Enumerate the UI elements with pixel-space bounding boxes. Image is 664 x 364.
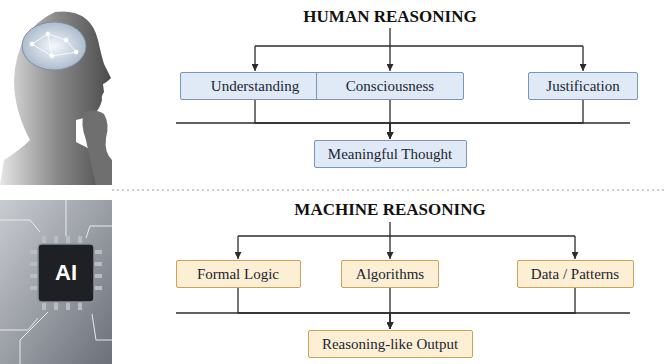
split-bar <box>255 45 583 46</box>
split-arrow <box>389 46 390 71</box>
process-box: Algorithms <box>341 260 439 288</box>
chip-label: AI <box>55 260 77 286</box>
section-heading: MACHINE REASONING <box>294 200 485 220</box>
chip-pin <box>30 274 38 278</box>
chip-pin <box>94 274 102 278</box>
chip-pin <box>30 286 38 290</box>
process-box: Formal Logic <box>176 260 301 288</box>
section-heading: HUMAN REASONING <box>303 7 476 27</box>
network-dot <box>74 50 78 54</box>
merge-connector <box>390 288 575 329</box>
circuit-board <box>0 200 112 364</box>
chip-pin <box>30 262 38 266</box>
box-text: Justification <box>536 73 629 99</box>
network-line <box>32 44 52 56</box>
network-dot <box>64 38 68 42</box>
network-dot <box>30 42 34 46</box>
network-line <box>52 52 76 56</box>
split-bar <box>238 235 575 236</box>
box-text: Algorithms <box>346 261 434 287</box>
split-arrow <box>582 46 583 71</box>
chip-pin <box>66 302 70 310</box>
process-box: Understanding <box>180 72 330 100</box>
circuit-traces <box>0 200 112 364</box>
trace <box>92 314 112 340</box>
chip-pin <box>94 286 102 290</box>
chip-pin <box>66 236 70 244</box>
network-dot <box>50 54 54 58</box>
box-text: Reasoning-like Output <box>312 331 468 357</box>
chip-pin <box>94 250 102 254</box>
chip-pin <box>42 236 46 244</box>
trace <box>0 220 40 232</box>
box-text: Formal Logic <box>187 261 289 287</box>
merge-connector <box>255 100 390 139</box>
trace <box>20 312 48 364</box>
brain-network <box>30 32 78 58</box>
trace <box>86 226 112 238</box>
chip-pin <box>42 302 46 310</box>
split-arrow <box>237 236 238 259</box>
chip-pins <box>30 236 102 310</box>
merge-connector <box>390 100 583 139</box>
chip-pin <box>30 250 38 254</box>
chip-pin <box>54 236 58 244</box>
split-arrow <box>254 46 255 71</box>
stem-line <box>389 222 390 236</box>
merge-connector <box>238 288 390 329</box>
process-box: Meaningful Thought <box>314 140 467 168</box>
box-text: Data / Patterns <box>521 261 629 287</box>
head-illustration <box>0 12 112 185</box>
box-text: Consciousness <box>336 73 444 99</box>
chip-body <box>38 244 94 302</box>
split-arrow <box>389 236 390 259</box>
split-arrow <box>574 236 575 259</box>
process-box: Justification <box>528 72 638 100</box>
chip-pin <box>78 236 82 244</box>
section-separator <box>112 190 664 191</box>
trace <box>66 200 67 236</box>
chip-pin <box>54 302 58 310</box>
chip-illustration <box>0 200 112 364</box>
chip-pin <box>78 302 82 310</box>
head-silhouette <box>0 12 112 185</box>
process-box: Consciousness <box>316 72 464 100</box>
split-arrows <box>176 28 630 313</box>
network-dot <box>46 32 50 36</box>
process-box: Data / Patterns <box>517 260 634 288</box>
network-line <box>32 34 48 44</box>
process-box: Reasoning-like Output <box>308 330 473 358</box>
chip-pin <box>94 262 102 266</box>
stem-line <box>389 28 390 46</box>
box-text: Meaningful Thought <box>318 141 462 167</box>
network-line <box>48 34 52 56</box>
hand-shape <box>82 110 112 185</box>
brain-shape <box>22 22 86 70</box>
network-line <box>48 34 66 40</box>
box-text: Understanding <box>201 73 309 99</box>
